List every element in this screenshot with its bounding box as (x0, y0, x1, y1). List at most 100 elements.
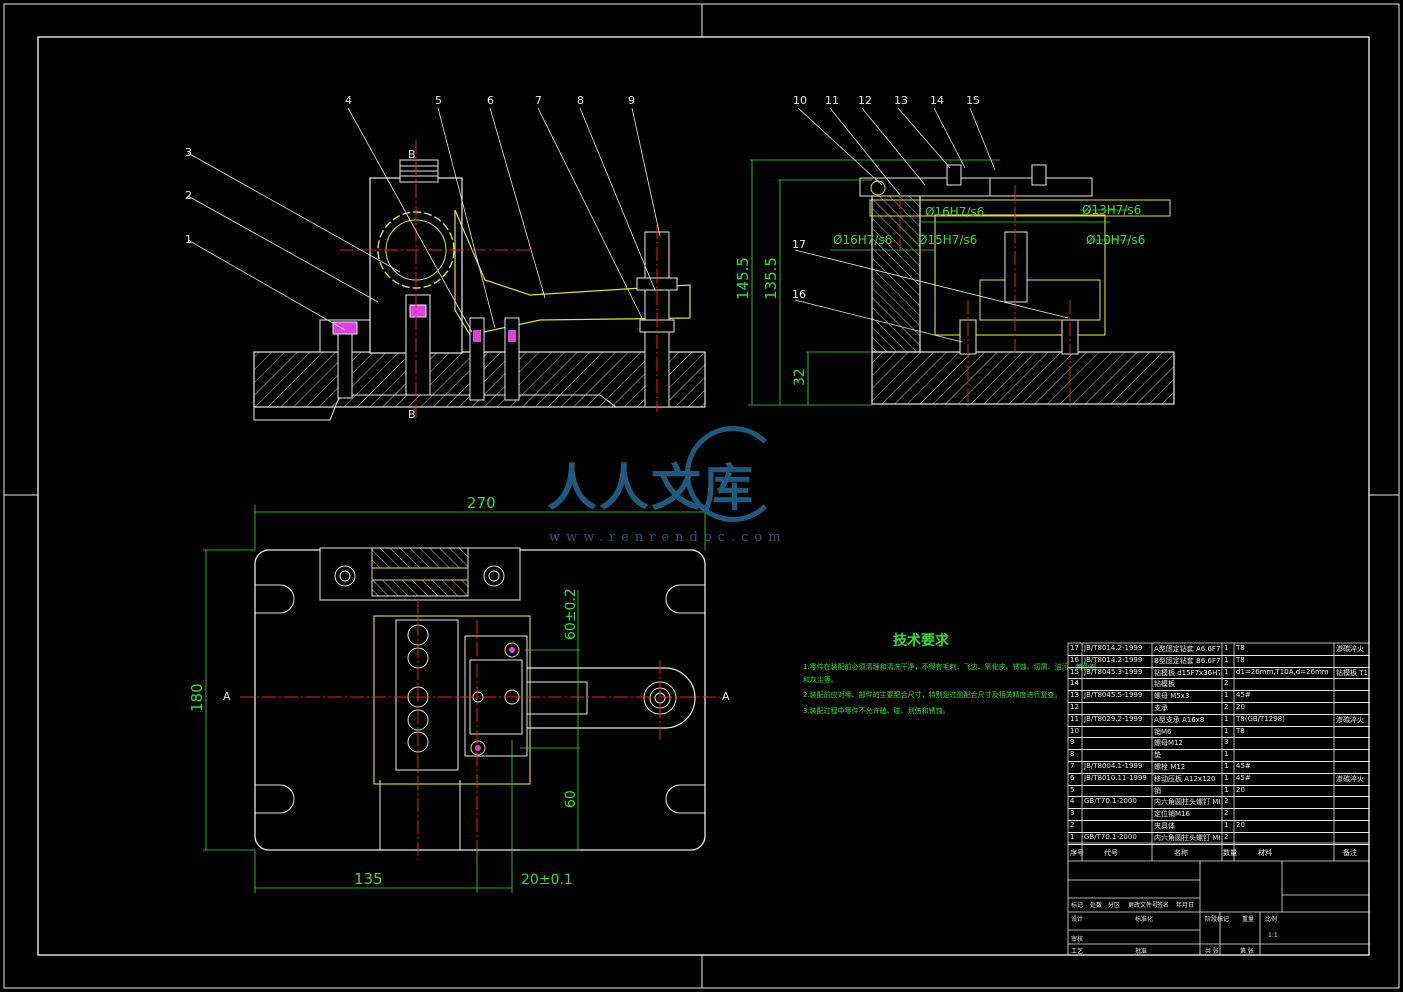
bom-cell-name: A型支承 A16x8 (1154, 715, 1205, 724)
bom-cell-qty: 1 (1224, 726, 1229, 735)
bom-cell-note: 渗碳淬火 (1336, 715, 1364, 724)
bom-cell-qty: 1 (1224, 655, 1229, 664)
dim-135: 135 (354, 870, 383, 888)
bom-header-qty: 数量 (1223, 849, 1237, 857)
bom-cell-qty: 2 (1224, 679, 1229, 688)
bom-cell-name: 内六角圆柱头螺钉 M6x16 (1154, 798, 1220, 807)
part-label-2: 2 (185, 189, 192, 202)
dim-60: 60 (563, 790, 579, 808)
side-view: 145.5 135.5 32 Ø16H7/s6 Ø15H7/s6 Ø16H7/s… (734, 94, 1175, 410)
bom-cell-code: JB/T8004.1-1999 (1084, 762, 1143, 770)
bom-cell-qty: 1 (1224, 691, 1229, 700)
tb-scale: 1:1 (1268, 932, 1278, 939)
dim-135-5: 135.5 (762, 257, 780, 300)
dim-fit-10: Ø10H7/s6 (1086, 233, 1145, 247)
dim-fit-16-left: Ø16H7/s6 (833, 233, 892, 247)
bom-header-code: 代号 (1104, 849, 1118, 857)
part-label-17: 17 (792, 238, 806, 251)
bom-cell-code: JB/T8045.5-1999 (1084, 691, 1143, 700)
bom-cell-note: 钻模板 T10A (1336, 668, 1368, 677)
bom-cell-note: 渗碳淬火 (1336, 774, 1364, 783)
dim-145-5: 145.5 (734, 257, 752, 300)
bom-cell-no: 8 (1070, 750, 1075, 759)
bom-cell-qty: 2 (1224, 703, 1229, 711)
tb-review: 审核 (1071, 936, 1084, 943)
part-label-10: 10 (793, 94, 807, 107)
part-label-1: 1 (185, 233, 192, 246)
tb-count: 处数 (1090, 902, 1103, 909)
part-label-9: 9 (628, 94, 635, 107)
bom-cell-qty: 2 (1224, 809, 1229, 818)
bom-cell-name: 螺母M12 (1154, 739, 1183, 748)
top-body (373, 615, 531, 785)
dim-fit-15: Ø15H7/s6 (918, 233, 977, 247)
part-label-11: 11 (825, 94, 839, 107)
part-label-15: 15 (966, 94, 980, 107)
bom-cell-mat: T8 (1236, 655, 1245, 664)
side-body (871, 194, 921, 353)
bom-cell-qty: 1 (1224, 714, 1229, 723)
top-view: 270 180 135 20±0.1 60±0.2 60 A A (188, 494, 730, 893)
bom-cell-mat: T8 (1236, 726, 1245, 735)
tb-design: 设计 (1071, 916, 1084, 923)
tech-req-line-4: 3.装配过程中零件不允许磕、碰、划伤和锈蚀。 (803, 707, 950, 715)
bom-cell-no: 16 (1070, 655, 1079, 664)
bom-cell-code: GB/T70.1-2000 (1084, 832, 1137, 841)
section-mark-bottom: B (408, 408, 416, 421)
bom-header-note: 备注 (1343, 849, 1357, 857)
side-base-plate (871, 351, 1175, 405)
tb-std: 标准化 (1135, 916, 1154, 923)
bom-cell-no: 14 (1070, 679, 1079, 688)
bom-cell-qty: 1 (1224, 785, 1229, 794)
bom-cell-name: 销M6 (1154, 727, 1172, 736)
tech-req-line-1: 1.零件在装配前必须清理和清洗干净，不得有毛刺、飞边、氧化皮、锈蚀、切屑、油污、… (803, 663, 1097, 671)
section-mark-left: A (223, 690, 231, 703)
bom-cell-no: 15 (1070, 667, 1079, 676)
bom-cell-name: 钻模板 d15F7x36H7 (1154, 668, 1220, 677)
tech-req-title: 技术要求 (893, 633, 949, 649)
bom-cell-qty: 3 (1224, 738, 1229, 747)
bom-cell-code: JB/T8045.3-1999 (1084, 667, 1143, 676)
dim-60-tol: 60±0.2 (563, 588, 579, 640)
bom-cell-mat: 45# (1236, 691, 1251, 700)
bom-cell-name: 钻模板 (1154, 680, 1175, 689)
top-clamp-arm (527, 667, 696, 729)
bom-cell-code: JB/T8014.2-1999 (1084, 644, 1143, 652)
bom-cell-name: 支承 (1154, 704, 1168, 712)
dim-20: 20±0.1 (521, 872, 573, 888)
tb-process: 工艺 (1071, 948, 1084, 955)
bom-cell-name: 夹具体 (1154, 822, 1175, 830)
bom-cell-no: 17 (1070, 644, 1079, 652)
tech-req-line-3: 2.装配前应对零、部件的主要配合尺寸，特别是过盈配合尺寸及相关精度进行复查。 (803, 691, 1062, 699)
bom-cell-name: 垫 (1154, 751, 1161, 760)
bom-cell-mat: 20 (1236, 821, 1245, 829)
part-label-3: 3 (185, 146, 192, 159)
bom-cell-no: 1 (1070, 832, 1075, 841)
bom-cell-qty: 2 (1224, 832, 1229, 841)
tb-approve: 批准 (1135, 948, 1148, 955)
bom-cell-qty: 1 (1224, 821, 1229, 829)
part-label-7: 7 (535, 94, 542, 107)
dim-fit-16-top: Ø16H7/s6 (925, 205, 984, 219)
tb-ratio: 比例 (1265, 916, 1278, 923)
sheet-frame (3, 3, 1400, 989)
bom-cell-no: 9 (1070, 738, 1075, 747)
bom-cell-name: 销 (1154, 786, 1161, 795)
front-view: B B 1 2 3 4 5 6 7 8 9 (185, 94, 706, 421)
bom-cell-name: A型固定钻套 A6.6F7x18 (1154, 645, 1220, 653)
tb-zone: 分区 (1108, 902, 1121, 909)
bom-cell-no: 12 (1070, 703, 1079, 711)
tb-sign: 签名 (1157, 902, 1170, 909)
bom-cell-no: 5 (1070, 785, 1075, 794)
tb-weight: 重量 (1242, 916, 1255, 923)
bom-cell-mat: T8(GB/T1298) (1236, 714, 1285, 723)
